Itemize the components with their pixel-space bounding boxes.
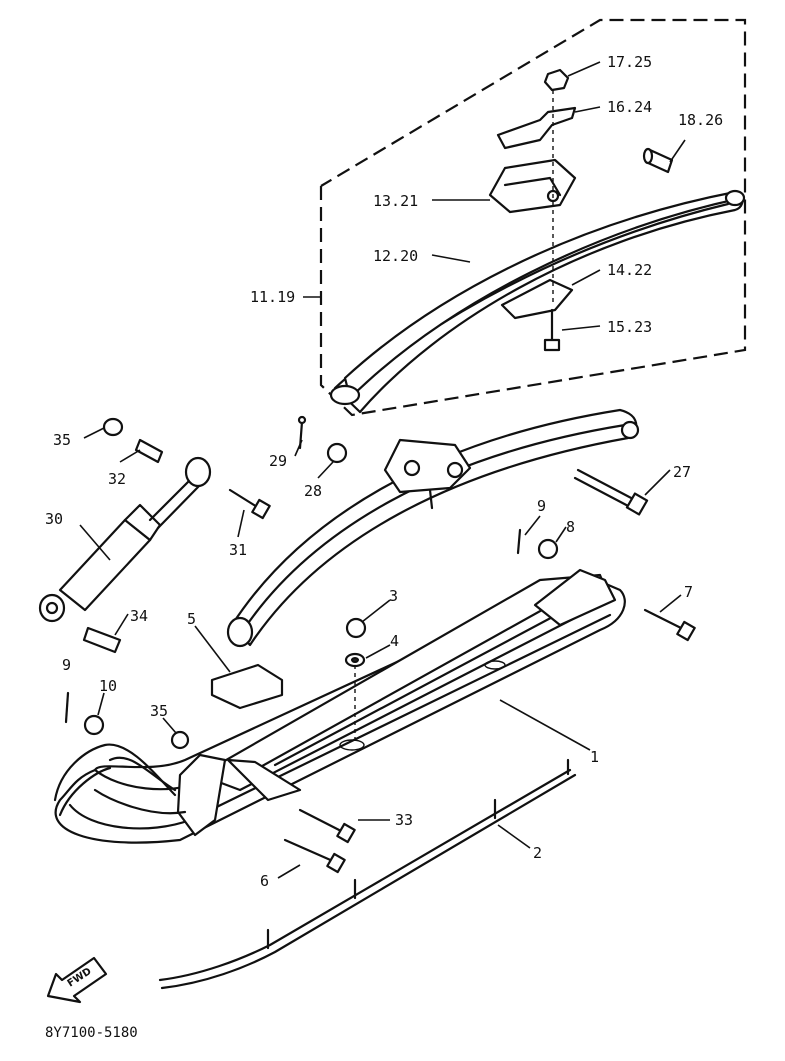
nut-10 bbox=[83, 714, 105, 736]
callout-27: 27 bbox=[673, 463, 691, 481]
callout-28: 28 bbox=[304, 482, 322, 500]
callout-17-25: 17.25 bbox=[607, 53, 652, 71]
callout-31: 31 bbox=[229, 541, 247, 559]
nut-35-top bbox=[102, 417, 124, 437]
nut-3 bbox=[345, 617, 367, 639]
bolt-6 bbox=[283, 838, 346, 874]
nut-35-ski bbox=[170, 730, 190, 750]
callout-3: 3 bbox=[389, 587, 398, 605]
leaf-spring-exploded bbox=[329, 189, 746, 414]
callout-18-26: 18.26 bbox=[678, 111, 723, 129]
callout-29: 29 bbox=[269, 452, 287, 470]
callout-2: 2 bbox=[533, 844, 542, 862]
leaf-spring-assembly-boundary bbox=[319, 18, 747, 417]
cotter-pin-9-right bbox=[516, 528, 522, 555]
callout-6: 6 bbox=[260, 872, 269, 890]
callout-13-21: 13.21 bbox=[373, 192, 418, 210]
washer-4 bbox=[344, 652, 366, 668]
collar-18 bbox=[642, 147, 674, 174]
ski-handle-10 bbox=[53, 743, 177, 817]
callout-10: 10 bbox=[99, 677, 117, 695]
callout-11-19: 11.19 bbox=[250, 288, 295, 306]
runner-2 bbox=[158, 758, 577, 990]
callout-12-20: 12.20 bbox=[373, 247, 418, 265]
spring-clamp-16 bbox=[496, 106, 577, 150]
callout-34: 34 bbox=[130, 607, 148, 625]
cotter-pin-9-left bbox=[64, 691, 70, 724]
spring-seat-13 bbox=[488, 158, 577, 214]
callout-33: 33 bbox=[395, 811, 413, 829]
callout-5: 5 bbox=[187, 610, 196, 628]
callout-16-24: 16.24 bbox=[607, 98, 652, 116]
spring-plate-14 bbox=[500, 278, 574, 320]
callout-1: 1 bbox=[590, 748, 599, 766]
bolt-27 bbox=[573, 468, 649, 516]
spring-bracket-5 bbox=[210, 663, 284, 710]
callout-9-left: 9 bbox=[62, 656, 71, 674]
shock-absorber-30 bbox=[38, 456, 212, 623]
callout-30: 30 bbox=[45, 510, 63, 528]
fwd-arrow-icon: FWD bbox=[46, 956, 108, 1004]
callout-14-22: 14.22 bbox=[607, 261, 652, 279]
collar-34 bbox=[82, 626, 122, 654]
callout-8: 8 bbox=[566, 518, 575, 536]
nut-28 bbox=[326, 442, 348, 464]
callout-4: 4 bbox=[390, 632, 399, 650]
leader-lines bbox=[79, 61, 686, 879]
collar-32 bbox=[134, 438, 164, 464]
nut-8 bbox=[537, 538, 559, 560]
leaf-spring-mounted bbox=[226, 408, 640, 648]
bolt-31 bbox=[228, 488, 271, 520]
callout-7: 7 bbox=[684, 583, 693, 601]
callout-32: 32 bbox=[108, 470, 126, 488]
nut-17 bbox=[543, 68, 570, 92]
callout-9-right: 9 bbox=[537, 497, 546, 515]
bolt-33 bbox=[298, 808, 356, 844]
ski-1 bbox=[54, 568, 626, 844]
bolt-15 bbox=[543, 308, 561, 352]
diagram-code: 8Y7100-5180 bbox=[45, 1025, 138, 1041]
callout-15-23: 15.23 bbox=[607, 318, 652, 336]
callout-35-top: 35 bbox=[53, 431, 71, 449]
bolt-7 bbox=[643, 608, 696, 642]
callout-35-ski: 35 bbox=[150, 702, 168, 720]
